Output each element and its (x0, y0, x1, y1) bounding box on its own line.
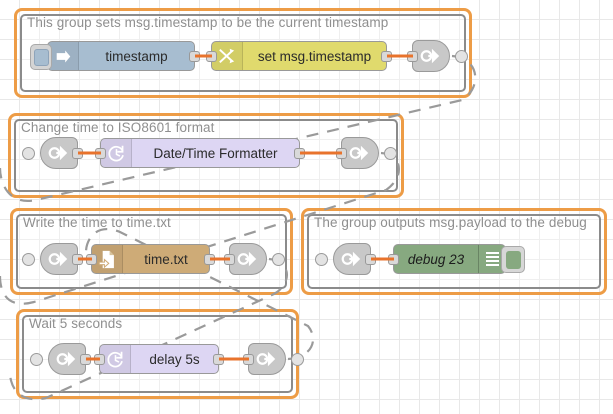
debug-toggle-face (506, 251, 521, 269)
node-debug-23[interactable]: debug 23 (393, 244, 506, 274)
group-label: Write the time to time.txt (23, 215, 171, 230)
link-in-icon (341, 249, 363, 269)
node-link-out-3[interactable] (229, 243, 267, 275)
inject-arrow-icon (48, 42, 79, 70)
input-port[interactable] (388, 254, 399, 265)
debug-lines-glyph (486, 252, 499, 266)
node-link-in-1[interactable] (40, 137, 78, 169)
link-out-icon (349, 143, 371, 163)
output-port[interactable] (72, 148, 83, 159)
output-port[interactable] (213, 354, 224, 365)
input-port[interactable] (224, 254, 235, 265)
link-virtual-input-port[interactable] (22, 253, 35, 266)
output-port[interactable] (189, 51, 200, 62)
link-in-icon (56, 349, 78, 369)
link-virtual-output-port[interactable] (291, 353, 304, 366)
input-port[interactable] (86, 254, 97, 265)
node-change-set-timestamp[interactable]: set msg.timestamp (211, 41, 387, 71)
link-out-icon (237, 249, 259, 269)
group-label: Change time to ISO8601 format (21, 120, 215, 135)
group-label: The group outputs msg.payload to the deb… (314, 215, 587, 230)
link-virtual-input-port[interactable] (22, 147, 35, 160)
link-in-icon (48, 249, 70, 269)
node-inject-timestamp[interactable]: timestamp (47, 41, 195, 71)
node-label: time.txt (123, 252, 209, 267)
node-link-in-3[interactable] (333, 243, 371, 275)
node-file-time-txt[interactable]: time.txt (91, 244, 210, 274)
input-port[interactable] (407, 51, 418, 62)
node-label: debug 23 (394, 252, 478, 267)
link-virtual-output-port[interactable] (455, 50, 468, 63)
node-label: set msg.timestamp (243, 49, 386, 64)
link-virtual-input-port[interactable] (30, 353, 43, 366)
node-link-out-2[interactable] (341, 137, 379, 169)
output-port[interactable] (72, 254, 83, 265)
node-label: delay 5s (131, 352, 218, 367)
output-port[interactable] (294, 148, 305, 159)
node-link-in-4[interactable] (48, 343, 86, 375)
node-label: Date/Time Formatter (132, 146, 299, 161)
node-label: timestamp (79, 49, 194, 64)
debug-enable-toggle[interactable] (501, 246, 525, 273)
output-port[interactable] (204, 254, 215, 265)
link-virtual-output-port[interactable] (384, 147, 397, 160)
output-port[interactable] (80, 354, 91, 365)
node-datetime-formatter[interactable]: Date/Time Formatter (100, 138, 300, 168)
node-link-out-1[interactable] (412, 40, 450, 72)
input-port[interactable] (206, 51, 217, 62)
output-port[interactable] (365, 254, 376, 265)
node-link-out-4[interactable] (248, 343, 286, 375)
link-virtual-output-port[interactable] (272, 253, 285, 266)
link-out-icon (420, 46, 442, 66)
link-in-icon (48, 143, 70, 163)
group-label: Wait 5 seconds (29, 316, 122, 331)
link-out-icon (256, 349, 278, 369)
link-virtual-input-port[interactable] (315, 253, 328, 266)
output-port[interactable] (381, 51, 392, 62)
node-link-in-2[interactable] (40, 243, 78, 275)
input-port[interactable] (94, 354, 105, 365)
input-port[interactable] (95, 148, 106, 159)
inject-trigger-button[interactable] (30, 44, 52, 70)
inject-button-face (34, 49, 49, 66)
group-label: This group sets msg.timestamp to be the … (27, 15, 388, 30)
input-port[interactable] (336, 148, 347, 159)
node-delay-5s[interactable]: delay 5s (99, 344, 219, 374)
input-port[interactable] (243, 354, 254, 365)
